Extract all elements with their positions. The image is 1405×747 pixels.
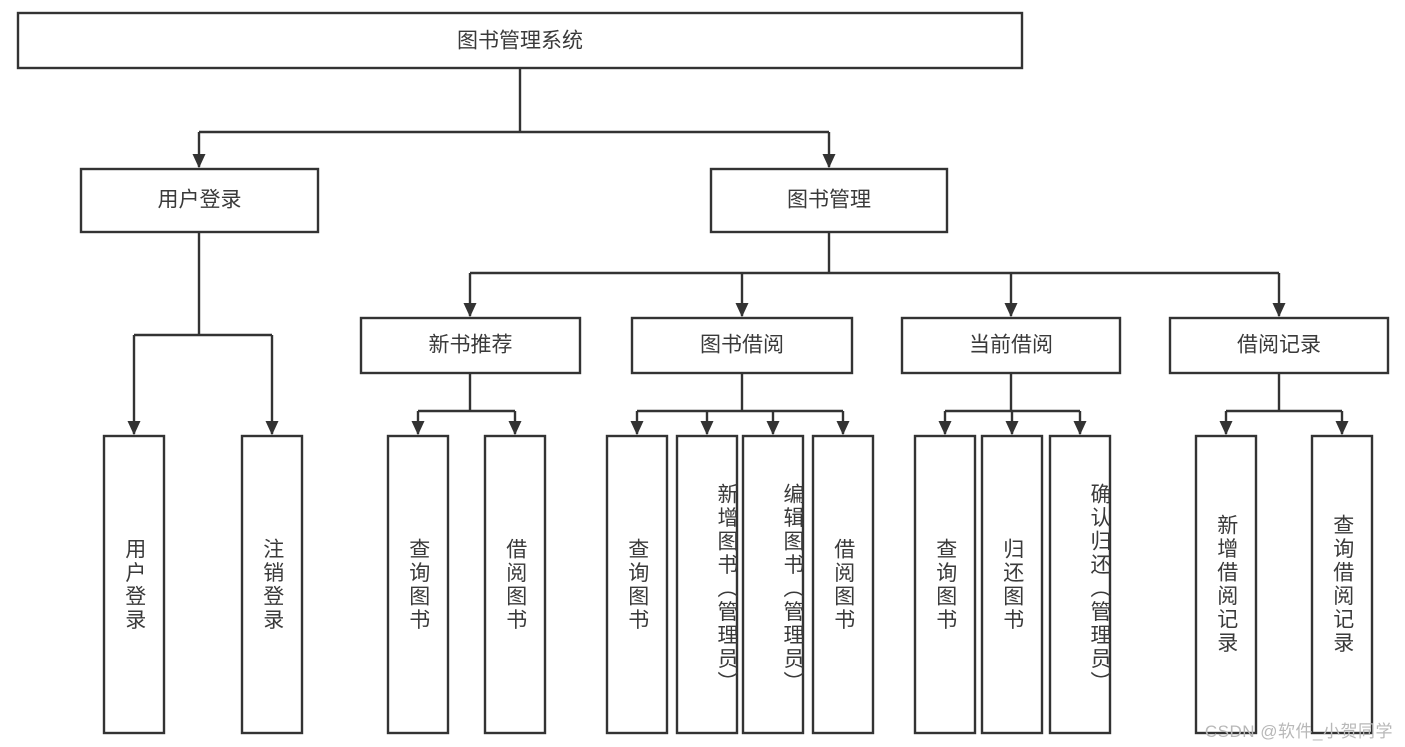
node-leaf-add-book[interactable]: [675, 434, 739, 735]
node-current-borrow[interactable]: 当前借阅: [900, 316, 1122, 375]
node-user-login[interactable]: 用户登录: [79, 167, 320, 234]
node-leaf-query-book-1[interactable]: [386, 434, 450, 735]
node-book-borrow[interactable]: 图书借阅: [630, 316, 854, 375]
node-borrow-record-label: 借阅记录: [1237, 334, 1321, 357]
node-book-manage-label: 图书管理: [787, 189, 871, 212]
csdn-watermark: CSDN @软件_小贺同学: [1204, 722, 1393, 741]
node-leaf-borrow-book-1[interactable]: [483, 434, 547, 735]
node-book-borrow-label: 图书借阅: [700, 334, 784, 357]
node-leaf-query-book-2[interactable]: [605, 434, 669, 735]
node-borrow-record[interactable]: 借阅记录: [1168, 316, 1390, 375]
node-new-book-rec[interactable]: 新书推荐: [359, 316, 582, 375]
connector-current-borrow-bus: [945, 373, 1080, 413]
node-boxes: 图书管理系统 用户登录 图书管理 新书推荐 图书借阅 当前: [16, 11, 1390, 735]
node-new-book-rec-label: 新书推荐: [429, 334, 513, 357]
node-current-borrow-label: 当前借阅: [969, 334, 1053, 357]
node-leaf-return-book[interactable]: [980, 434, 1044, 735]
node-leaf-user-login[interactable]: [102, 434, 166, 735]
node-book-manage[interactable]: 图书管理: [709, 167, 949, 234]
connector-new-book-rec-bus: [418, 373, 515, 413]
node-root-label: 图书管理系统: [457, 30, 583, 53]
connector-user-login-bus: [134, 232, 272, 337]
connector-borrow-record-bus: [1226, 373, 1342, 413]
node-leaf-query-record[interactable]: [1310, 434, 1374, 735]
connector-book-borrow-bus: [637, 373, 843, 413]
connector-root-bus: [199, 68, 829, 134]
node-leaf-borrow-book-2[interactable]: [811, 434, 875, 735]
connector-book-manage-bus: [470, 232, 1279, 275]
node-leaf-add-record[interactable]: [1194, 434, 1258, 735]
node-leaf-edit-book[interactable]: [741, 434, 805, 735]
node-leaf-confirm-return[interactable]: [1048, 434, 1112, 735]
node-root[interactable]: 图书管理系统: [16, 11, 1024, 70]
node-leaf-query-book-3[interactable]: [913, 434, 977, 735]
connector-lines: [127, 68, 1349, 436]
node-leaf-logout[interactable]: [240, 434, 304, 735]
node-user-login-label: 用户登录: [158, 189, 242, 212]
